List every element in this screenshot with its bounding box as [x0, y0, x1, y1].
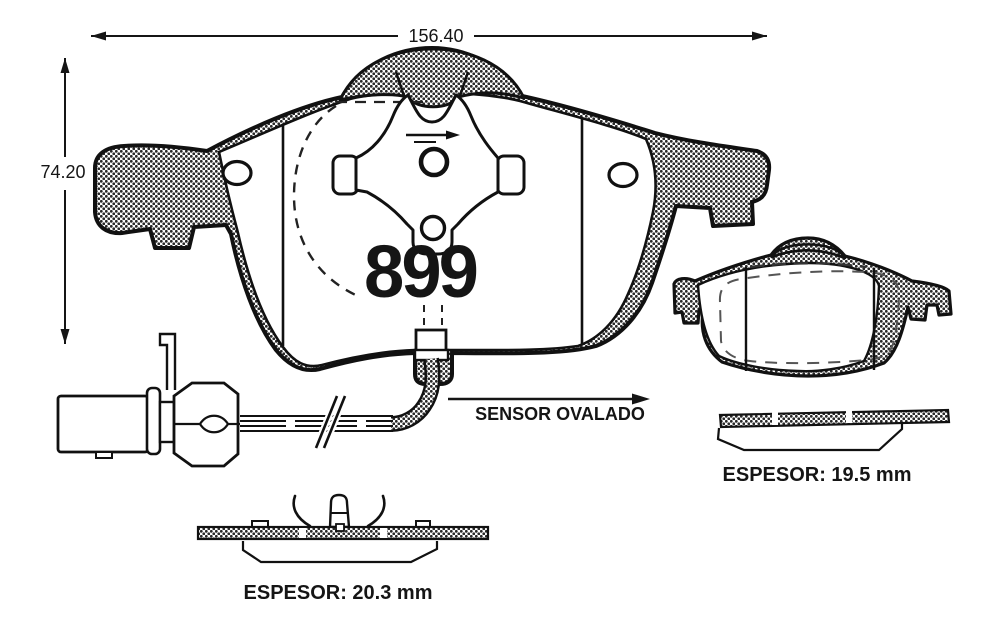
- break-mark: [322, 395, 347, 449]
- break-mark: [314, 395, 339, 449]
- wire-braid: [390, 358, 438, 430]
- connector-plug: [56, 394, 150, 454]
- nut-detail: [198, 414, 230, 434]
- rear-dashed-top: [749, 262, 867, 269]
- sensor-wires: [240, 415, 393, 432]
- sensor-grommet: [413, 348, 450, 362]
- side-backing-strip: [718, 408, 951, 429]
- rear-view-brake-pad: [672, 236, 953, 378]
- side-thickness-label: ESPESOR: 19.5 mm: [723, 464, 912, 486]
- clip-peg: [328, 493, 351, 529]
- arrowhead-left-icon: [91, 31, 106, 41]
- strip-gap: [380, 528, 387, 538]
- right-rivet-hole: [607, 161, 639, 189]
- sensor-ovalado-label: SENSOR OVALADO: [475, 404, 645, 424]
- bottom-profile-view: ESPESOR: 20.3 mm: [196, 493, 490, 604]
- connector-neck: [158, 400, 176, 444]
- top-width-dimension: 156.40: [91, 24, 767, 46]
- side-profile-view: ESPESOR: 19.5 mm: [716, 408, 951, 486]
- rear-friction-surface: [696, 261, 881, 373]
- direction-arrow-icon: [446, 130, 460, 140]
- peg-base-notch: [335, 523, 345, 532]
- strip-gap: [846, 410, 852, 423]
- rear-top-hump: [770, 243, 847, 260]
- clip-lower-hole: [419, 214, 447, 242]
- clip-right-tab: [495, 154, 526, 196]
- front-view-brake-pad: 899: [93, 46, 772, 386]
- sensor-stem: [414, 328, 448, 354]
- clip-spring-arm-left: [292, 494, 312, 528]
- side-friction-profile: [716, 423, 904, 452]
- arrowhead-up-icon: [60, 58, 70, 73]
- bottom-friction-profile: [241, 541, 439, 564]
- bottom-thickness-label: ESPESOR: 20.3 mm: [244, 582, 433, 604]
- strip-gap: [772, 412, 778, 425]
- clip-left-tab: [331, 154, 360, 196]
- clip-center-ring: [418, 146, 450, 178]
- plug-tab: [95, 451, 113, 459]
- width-dimension-label: 156.40: [408, 26, 463, 46]
- height-dimension-label: 74.20: [40, 162, 85, 182]
- mounting-bracket: [158, 332, 177, 390]
- wire-gap: [286, 418, 295, 429]
- wear-sensor-assembly: [56, 332, 441, 468]
- part-number-label: 899: [364, 230, 477, 313]
- arrowhead-right-icon: [752, 31, 767, 41]
- sensor-callout: SENSOR OVALADO: [448, 393, 650, 424]
- left-height-dimension: 74.20: [40, 58, 86, 344]
- retaining-spring-clip: [331, 71, 526, 256]
- clip-spring-arm-right: [366, 494, 386, 528]
- arrowhead-down-icon: [60, 329, 70, 344]
- left-rivet-hole: [221, 159, 253, 187]
- callout-arrowhead-icon: [632, 393, 650, 405]
- sensor-connector: [56, 332, 240, 468]
- wire-gap: [357, 418, 366, 429]
- connector-flange: [145, 386, 162, 456]
- strip-gap: [299, 528, 306, 538]
- rear-dashed-outline: [718, 270, 901, 365]
